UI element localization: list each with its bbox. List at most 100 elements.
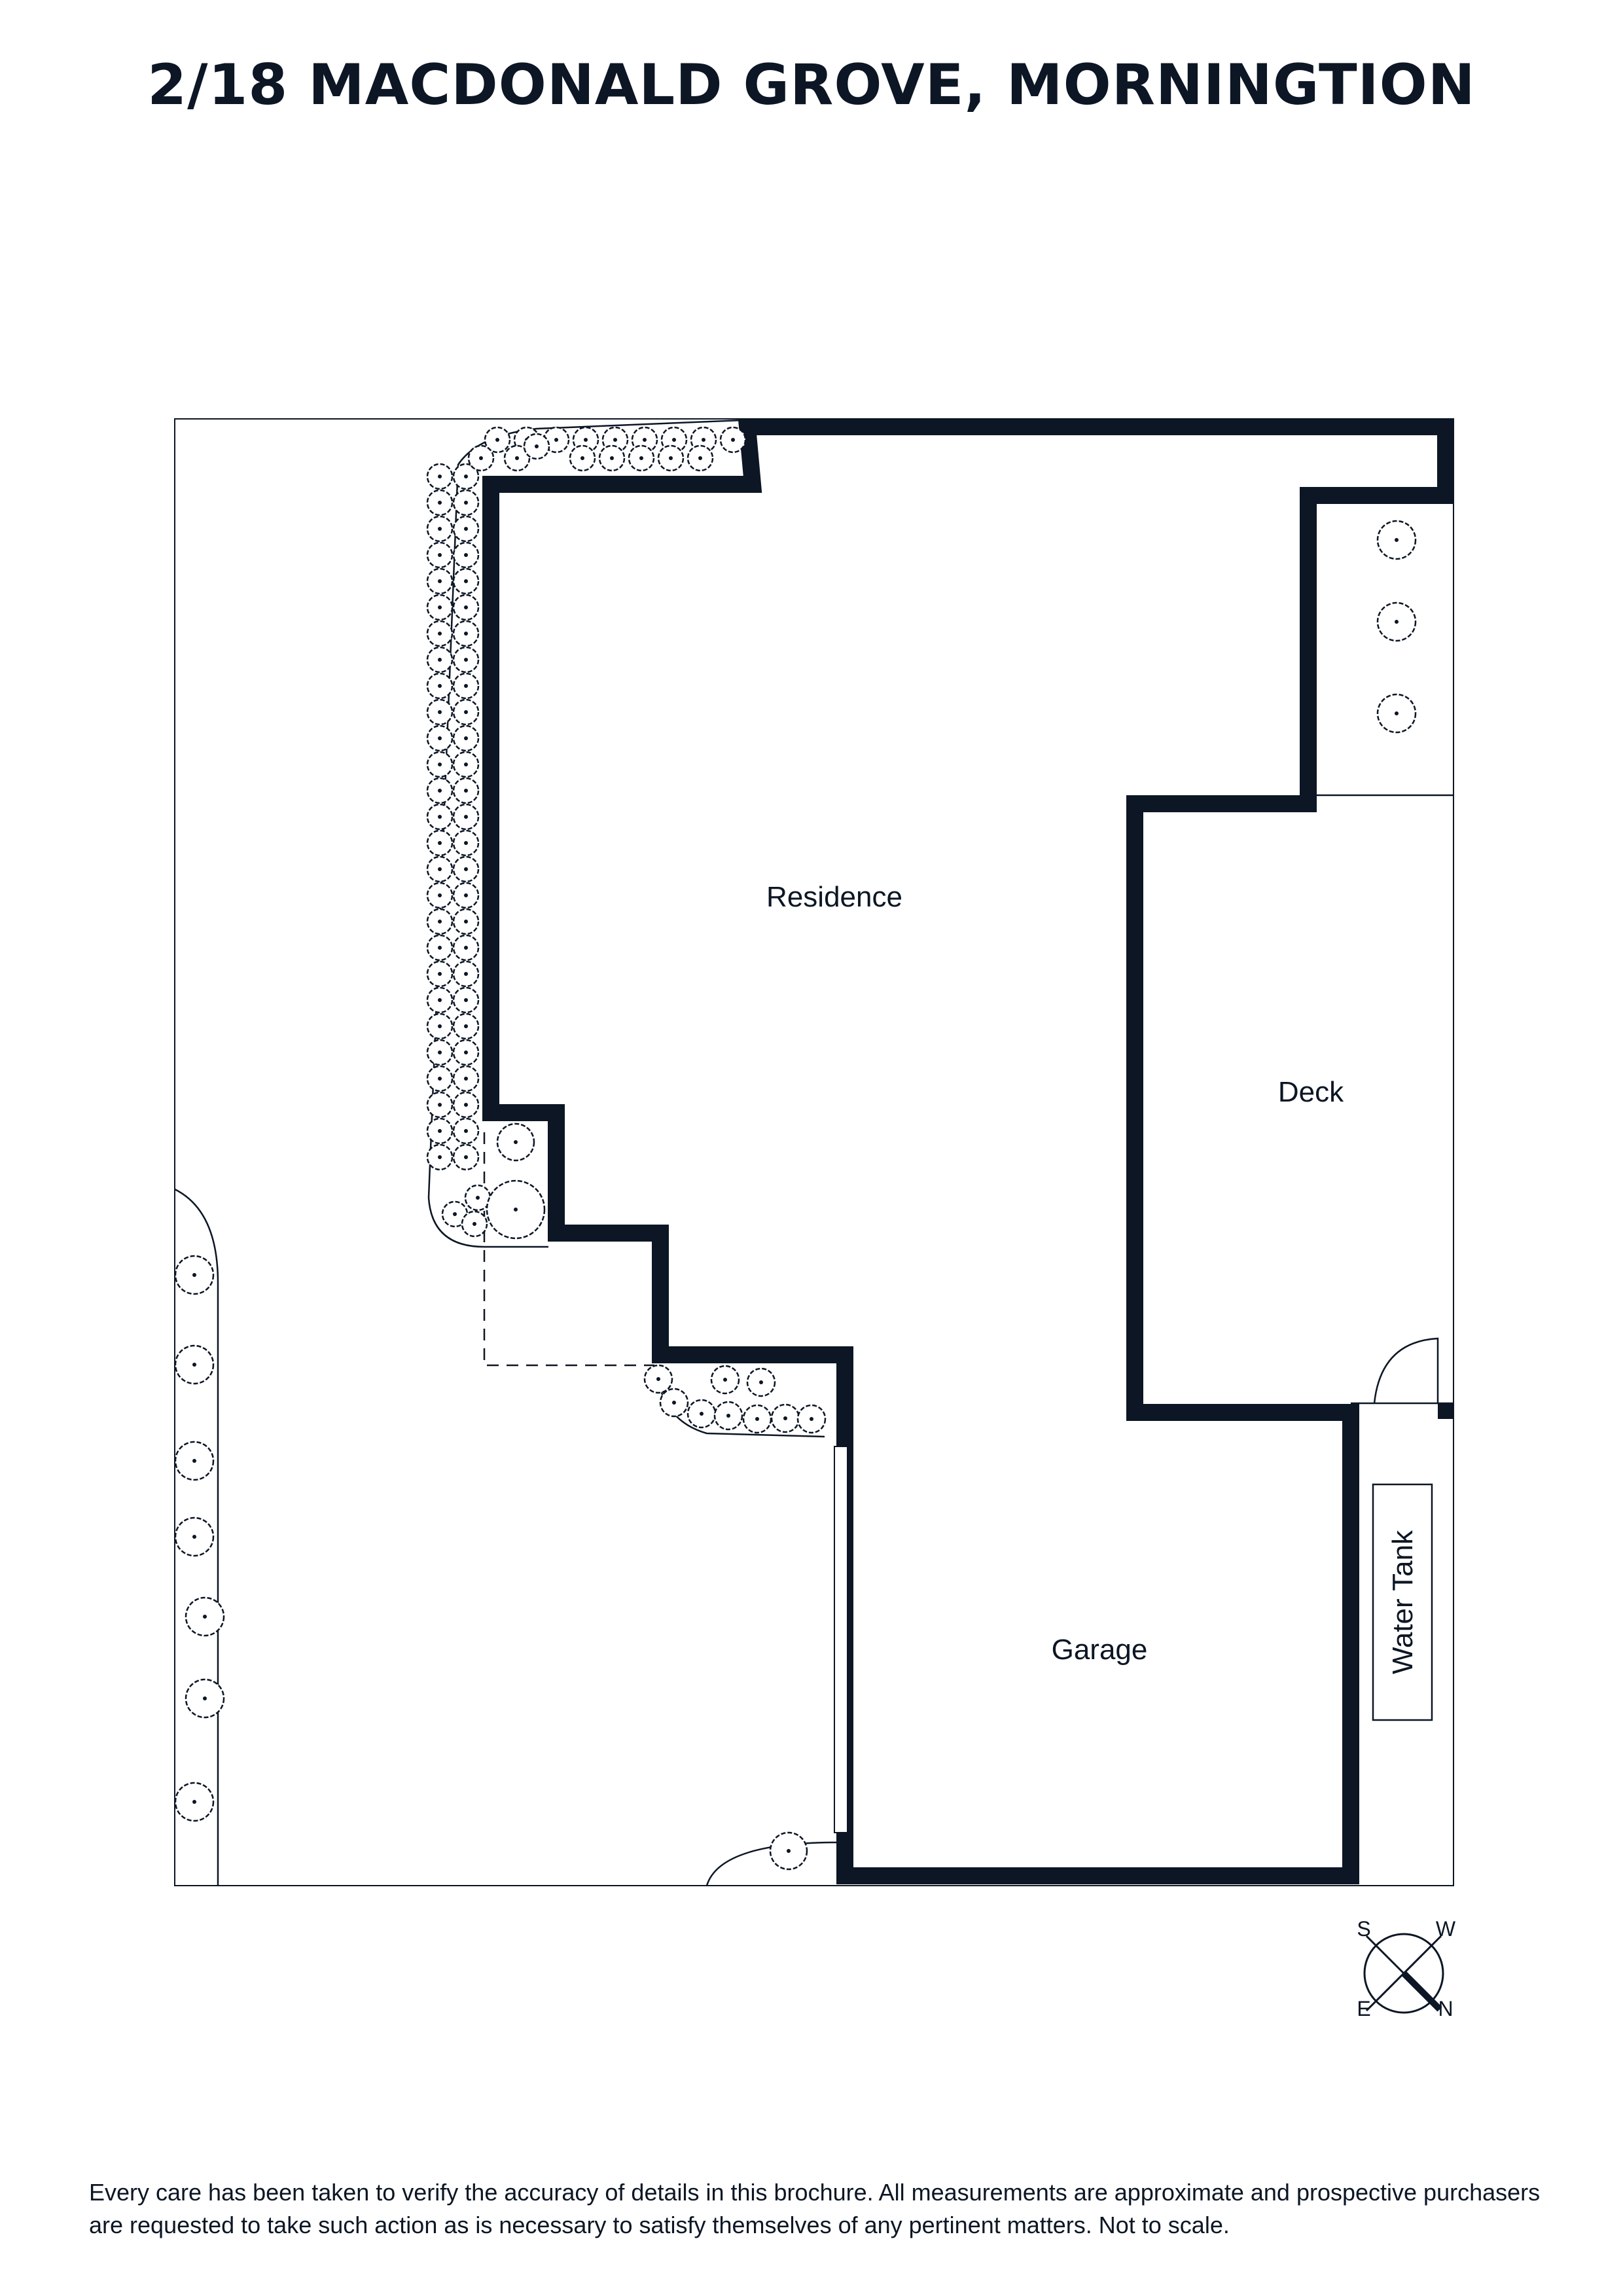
side-door-wall xyxy=(1438,1403,1454,1419)
tree-trunk-dot xyxy=(438,501,442,505)
tree-trunk-dot xyxy=(438,972,442,976)
tree-trunk-dot xyxy=(731,438,735,442)
tree-trunk-dot xyxy=(464,841,468,845)
tree-trunk-dot xyxy=(464,632,468,636)
tree-trunk-dot xyxy=(203,1696,207,1700)
tree-trunk-dot xyxy=(464,736,468,740)
tree-trunk-dot xyxy=(787,1849,791,1853)
tree-trunk-dot xyxy=(438,1024,442,1028)
tree-trunk-dot xyxy=(464,815,468,819)
tree-trunk-dot xyxy=(514,1140,518,1144)
tree-trunk-dot xyxy=(438,1103,442,1107)
tree-trunk-dot xyxy=(702,438,705,442)
tree-trunk-dot xyxy=(438,920,442,924)
tree-trunk-dot xyxy=(495,438,499,442)
tree-trunk-dot xyxy=(755,1417,759,1421)
tree-trunk-dot xyxy=(810,1417,813,1421)
tree-trunk-dot xyxy=(783,1416,787,1420)
tree-trunk-dot xyxy=(464,893,468,897)
compass-w: W xyxy=(1436,1917,1456,1941)
tree-trunk-dot xyxy=(438,736,442,740)
entry-door-swing xyxy=(705,1841,838,1886)
garage-label: Garage xyxy=(1052,1634,1148,1666)
tree-trunk-dot xyxy=(192,1459,196,1463)
tree-trunk-dot xyxy=(192,1363,196,1367)
compass-s: S xyxy=(1357,1917,1370,1941)
compass-n: N xyxy=(1438,1997,1453,2020)
tree-trunk-dot xyxy=(613,438,617,442)
water-tank-label: Water Tank xyxy=(1387,1530,1419,1674)
trees xyxy=(174,426,1417,1871)
tree-trunk-dot xyxy=(464,1050,468,1054)
tree-trunk-dot xyxy=(464,946,468,950)
tree-trunk-dot xyxy=(438,946,442,950)
tree-trunk-dot xyxy=(438,710,442,714)
tree-trunk-dot xyxy=(438,867,442,871)
tree-trunk-dot xyxy=(464,710,468,714)
tree-trunk-dot xyxy=(438,684,442,688)
tree-trunk-dot xyxy=(643,438,647,442)
tree-trunk-dot xyxy=(192,1535,196,1539)
tree-trunk-dot xyxy=(438,1155,442,1159)
tree-trunk-dot xyxy=(464,658,468,662)
tree-trunk-dot xyxy=(438,605,442,609)
tree-trunk-dot xyxy=(464,475,468,478)
tree-trunk-dot xyxy=(438,998,442,1002)
tree-trunk-dot xyxy=(669,456,673,460)
tree-trunk-dot xyxy=(192,1273,196,1277)
tree-trunk-dot xyxy=(726,1414,730,1418)
tree-trunk-dot xyxy=(438,789,442,793)
tree-trunk-dot xyxy=(700,1412,704,1416)
compass-e: E xyxy=(1357,1997,1370,2020)
tree-trunk-dot xyxy=(535,444,539,448)
tree-trunk-dot xyxy=(438,815,442,819)
disclaimer: Every care has been taken to verify the … xyxy=(89,2179,1541,2238)
water-tank xyxy=(1372,1483,1433,1721)
tree-trunk-dot xyxy=(656,1377,660,1381)
compass: S W E N xyxy=(1357,1917,1456,2020)
garage-window xyxy=(834,1446,848,1833)
compass-needle xyxy=(1401,1971,1442,2012)
tree-trunk-dot xyxy=(464,579,468,583)
tree-trunk-dot xyxy=(554,438,558,442)
tree-trunk-dot xyxy=(464,972,468,976)
tree-trunk-dot xyxy=(464,789,468,793)
tree-trunk-dot xyxy=(610,456,614,460)
tree-trunk-dot xyxy=(464,1155,468,1159)
site-boundary xyxy=(174,418,1454,1886)
tree-trunk-dot xyxy=(192,1800,196,1804)
tree-trunk-dot xyxy=(639,456,643,460)
tree-trunk-dot xyxy=(438,632,442,636)
side-gate-door xyxy=(1373,1337,1439,1404)
tree-trunk-dot xyxy=(438,762,442,766)
tree-trunk-dot xyxy=(464,501,468,505)
tree-trunk-dot xyxy=(464,1129,468,1133)
tree-trunk-dot xyxy=(759,1380,763,1384)
main-building-walls xyxy=(482,418,1454,1884)
tree-trunk-dot xyxy=(515,456,519,460)
page-title: 2/18 MACDONALD GROVE, MORNINGTION xyxy=(147,52,1476,118)
tree-trunk-dot xyxy=(438,475,442,478)
tree-trunk-dot xyxy=(464,867,468,871)
tree-trunk-dot xyxy=(580,456,584,460)
deck-label: Deck xyxy=(1278,1076,1344,1108)
tree-trunk-dot xyxy=(1395,538,1399,542)
tree-trunk-dot xyxy=(464,605,468,609)
tree-trunk-dot xyxy=(672,1401,676,1405)
left-garden-strip xyxy=(174,1188,219,1886)
tree-trunk-dot xyxy=(723,1378,727,1382)
tree-trunk-dot xyxy=(479,456,483,460)
dashed-outline xyxy=(483,1132,654,1367)
tree-trunk-dot xyxy=(464,684,468,688)
tree-trunk-dot xyxy=(464,920,468,924)
compass-circle xyxy=(1363,1933,1444,2014)
tree-trunk-dot xyxy=(453,1212,457,1216)
tree-trunk-dot xyxy=(438,1129,442,1133)
tree-trunk-dot xyxy=(1395,711,1399,715)
tree-trunk-dot xyxy=(438,841,442,845)
tree-trunk-dot xyxy=(514,1208,518,1211)
residence-label: Residence xyxy=(766,881,902,913)
tree-trunk-dot xyxy=(464,553,468,557)
tree-trunk-dot xyxy=(464,998,468,1002)
